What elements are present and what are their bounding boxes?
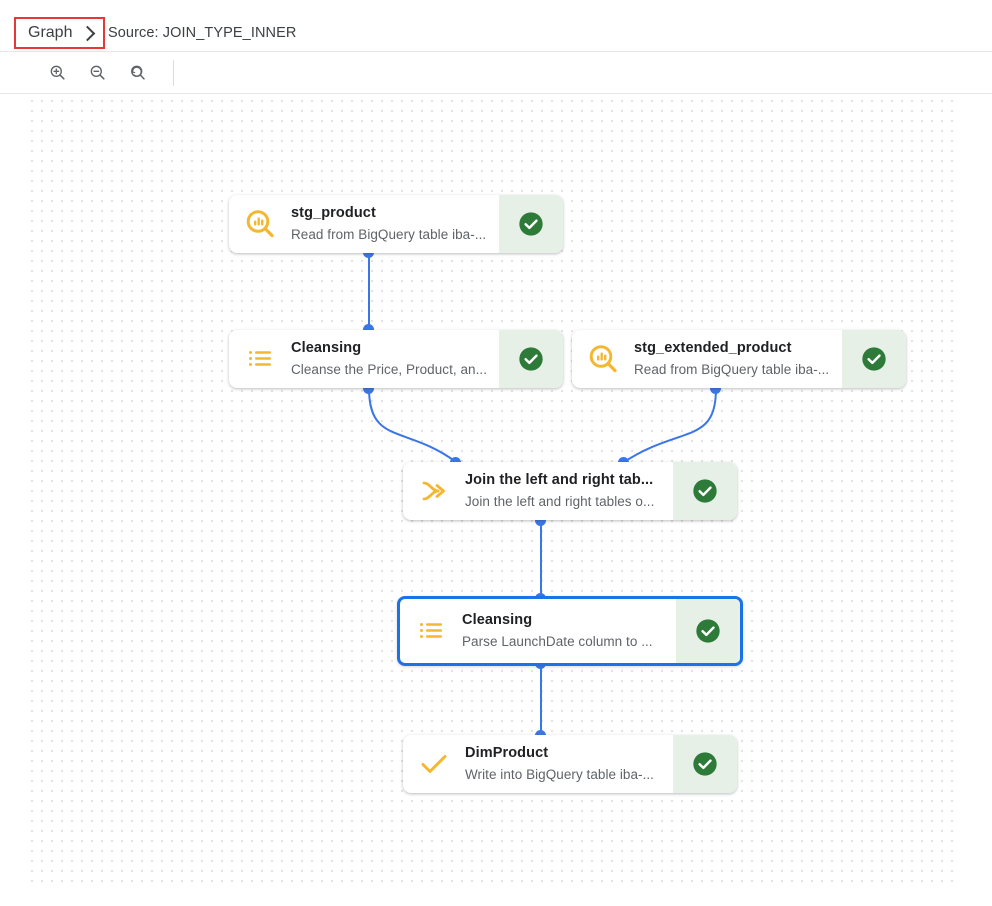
graph-node-dimproduct[interactable]: DimProduct Write into BigQuery table iba… xyxy=(403,735,737,793)
node-description: Read from BigQuery table iba-... xyxy=(634,362,830,377)
graph-toolbar xyxy=(0,52,992,94)
node-description: Parse LaunchDate column to ... xyxy=(462,634,653,649)
graph-node-stg-extended-product[interactable]: stg_extended_product Read from BigQuery … xyxy=(572,330,906,388)
zoom-reset-icon xyxy=(130,65,145,80)
connector-dot xyxy=(535,515,546,526)
node-icon-slot xyxy=(400,599,462,663)
write-check-icon xyxy=(421,755,447,773)
graph-canvas[interactable]: stg_product Read from BigQuery table iba… xyxy=(26,95,958,890)
node-text-block: Cleansing Cleanse the Price, Product, an… xyxy=(291,330,499,388)
edge-cleansing-to-join xyxy=(368,387,457,463)
bigquery-read-icon xyxy=(589,345,617,373)
connector-dot xyxy=(363,324,374,335)
node-icon-slot xyxy=(403,462,465,520)
zoom-in-button[interactable] xyxy=(42,58,72,88)
node-description: Join the left and right tables o... xyxy=(465,494,655,509)
node-title: Cleansing xyxy=(462,612,533,628)
graph-node-join[interactable]: Join the left and right tab... Join the … xyxy=(403,462,737,520)
breadcrumb-root-label[interactable]: Graph xyxy=(28,24,73,41)
zoom-reset-button[interactable] xyxy=(122,58,152,88)
breadcrumb[interactable]: Graph xyxy=(14,17,106,49)
cleansing-list-icon xyxy=(420,623,442,638)
node-text-block: Cleansing Parse LaunchDate column to ... xyxy=(462,599,676,663)
node-title: stg_extended_product xyxy=(634,340,792,356)
check-circle-icon xyxy=(693,479,717,503)
node-icon-slot xyxy=(229,195,291,253)
graph-node-cleansing-selected[interactable]: Cleansing Parse LaunchDate column to ... xyxy=(397,596,743,666)
connector-dot xyxy=(710,383,721,394)
chevron-right-icon xyxy=(80,25,96,41)
check-circle-icon xyxy=(693,752,717,776)
header-bar: Graph Source: JOIN_TYPE_INNER xyxy=(0,0,992,52)
node-text-block: stg_product Read from BigQuery table iba… xyxy=(291,195,499,253)
zoom-in-icon xyxy=(50,65,65,80)
zoom-out-button[interactable] xyxy=(82,58,112,88)
node-text-block: stg_extended_product Read from BigQuery … xyxy=(634,330,842,388)
node-text-block: DimProduct Write into BigQuery table iba… xyxy=(465,735,673,793)
node-title: Join the left and right tab... xyxy=(465,472,654,488)
node-description: Write into BigQuery table iba-... xyxy=(465,767,654,782)
join-merge-icon xyxy=(422,481,445,501)
node-status-panel xyxy=(499,195,563,253)
cleansing-list-icon xyxy=(249,351,271,366)
connector-dot xyxy=(363,383,374,394)
node-status-panel xyxy=(499,330,563,388)
node-status-panel xyxy=(676,599,740,663)
check-circle-icon xyxy=(696,619,720,643)
node-description: Cleanse the Price, Product, an... xyxy=(291,362,488,377)
node-title: stg_product xyxy=(291,205,376,221)
graph-node-cleansing-top[interactable]: Cleansing Cleanse the Price, Product, an… xyxy=(229,330,563,388)
breadcrumb-source-label: Source: JOIN_TYPE_INNER xyxy=(108,25,297,41)
node-title: DimProduct xyxy=(465,745,549,761)
graph-node-stg-product[interactable]: stg_product Read from BigQuery table iba… xyxy=(229,195,563,253)
node-description: Read from BigQuery table iba-... xyxy=(291,227,487,242)
node-icon-slot xyxy=(572,330,634,388)
zoom-out-icon xyxy=(90,65,105,80)
edge-extended-product-to-join xyxy=(623,387,717,463)
bigquery-read-icon xyxy=(246,210,274,238)
check-circle-icon xyxy=(862,347,886,371)
node-icon-slot xyxy=(403,735,465,793)
node-icon-slot xyxy=(229,330,291,388)
node-title: Cleansing xyxy=(291,340,362,356)
check-circle-icon xyxy=(519,347,543,371)
node-status-panel xyxy=(842,330,906,388)
node-status-panel xyxy=(673,735,737,793)
node-status-panel xyxy=(673,462,737,520)
node-text-block: Join the left and right tab... Join the … xyxy=(465,462,673,520)
toolbar-divider xyxy=(173,59,174,86)
check-circle-icon xyxy=(519,212,543,236)
